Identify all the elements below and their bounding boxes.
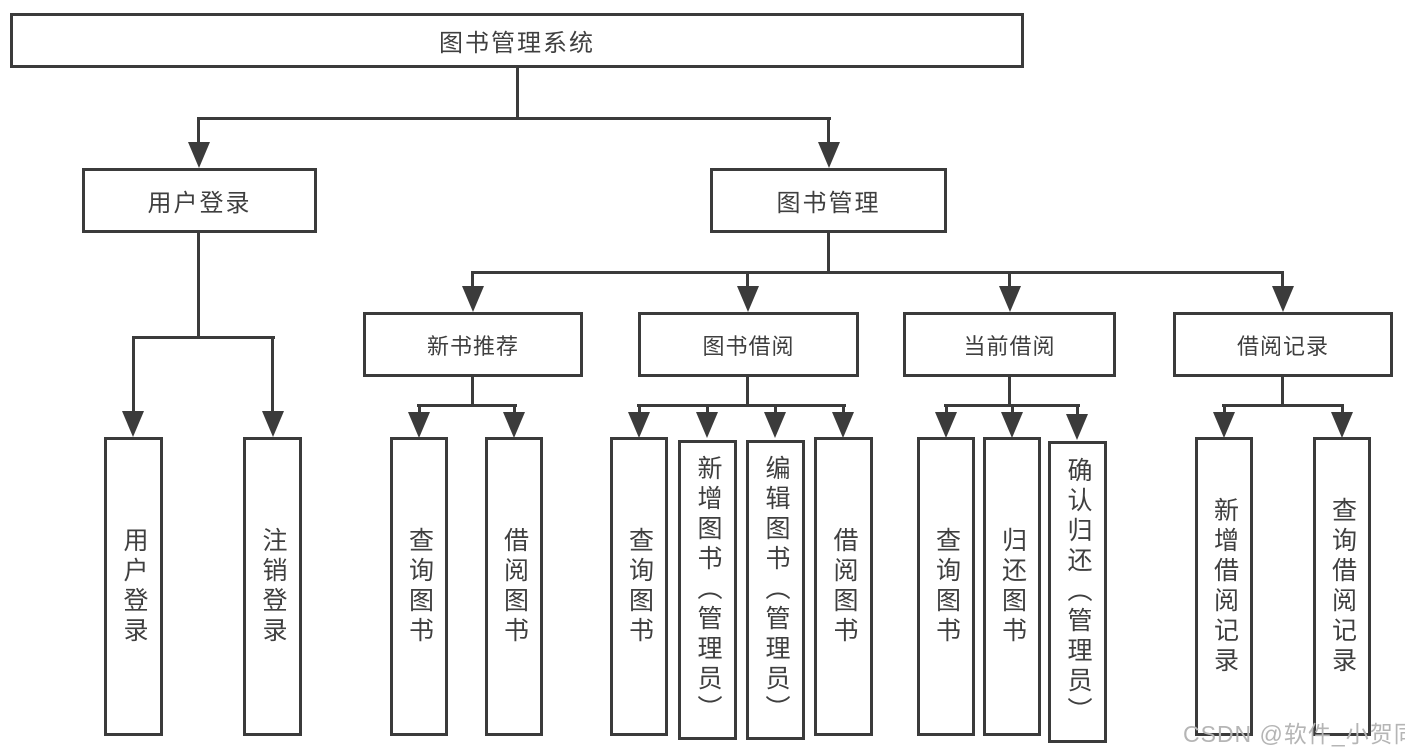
connector-drop — [418, 404, 421, 418]
leaf-nb-borrow-books: 借阅图书 — [485, 437, 543, 736]
connector-section-trunk — [471, 377, 474, 407]
arrowhead-down-icon — [818, 142, 840, 168]
connector-drop — [132, 336, 135, 414]
connector-drop — [706, 404, 709, 418]
connector-drop — [471, 271, 474, 289]
connector-drop — [638, 404, 641, 418]
csdn-watermark: CSDN @软件_小贺同学 — [1183, 721, 1405, 747]
node-new-book-recommend: 新书推荐 — [363, 312, 583, 377]
leaf-br-add-record: 新增借阅记录 — [1195, 437, 1253, 736]
connector-drop — [945, 404, 948, 418]
connector-level2-bar — [471, 271, 1284, 274]
connector-section-trunk — [746, 377, 749, 407]
connector-drop-user-login — [197, 117, 200, 147]
leaf-bb-borrow-books: 借阅图书 — [814, 437, 873, 736]
arrowhead-down-icon — [737, 286, 759, 312]
arrowhead-down-icon — [503, 412, 525, 438]
connector-root-trunk — [516, 68, 519, 120]
leaf-user-login: 用户登录 — [104, 437, 163, 736]
connector-leaf-bar — [637, 404, 846, 407]
arrowhead-down-icon — [999, 286, 1021, 312]
arrowhead-down-icon — [122, 411, 144, 437]
connector-drop — [1223, 404, 1226, 418]
connector-drop — [842, 404, 845, 418]
arrowhead-down-icon — [408, 412, 430, 438]
connector-drop-book-mgmt — [827, 117, 830, 147]
leaf-nb-query-books: 查询图书 — [390, 437, 448, 736]
arrowhead-down-icon — [462, 286, 484, 312]
leaf-cb-query-books: 查询图书 — [917, 437, 975, 736]
leaf-bb-query-books: 查询图书 — [610, 437, 668, 736]
arrowhead-down-icon — [628, 412, 650, 438]
leaf-bb-add-books-admin: 新增图书（管理员） — [678, 440, 737, 740]
arrowhead-down-icon — [262, 411, 284, 437]
connector-drop — [1076, 404, 1079, 420]
arrowhead-down-icon — [1213, 412, 1235, 438]
connector-drop — [774, 404, 777, 418]
node-book-management-branch: 图书管理 — [710, 168, 947, 233]
leaf-br-query-record: 查询借阅记录 — [1313, 437, 1371, 736]
leaf-logout: 注销登录 — [243, 437, 302, 736]
arrowhead-down-icon — [1066, 414, 1088, 440]
connector-drop — [513, 404, 516, 418]
connector-leaf-bar — [417, 404, 517, 407]
arrowhead-down-icon — [935, 412, 957, 438]
connector-drop — [746, 271, 749, 289]
connector-section-trunk — [1008, 377, 1011, 407]
node-user-login-branch: 用户登录 — [82, 168, 317, 233]
connector-drop — [1008, 271, 1011, 289]
connector-level1-bar — [197, 117, 831, 120]
arrowhead-down-icon — [696, 412, 718, 438]
node-current-borrowing: 当前借阅 — [903, 312, 1116, 377]
connector-leaf-bar — [1222, 404, 1344, 407]
connector-drop — [1341, 404, 1344, 418]
connector-drop — [271, 336, 274, 414]
leaf-cb-return-books: 归还图书 — [983, 437, 1041, 736]
connector-user-bar — [132, 336, 275, 339]
leaf-cb-confirm-return-admin: 确认归还（管理员） — [1048, 441, 1107, 743]
arrowhead-down-icon — [1001, 412, 1023, 438]
connector-drop — [1011, 404, 1014, 418]
arrowhead-down-icon — [1272, 286, 1294, 312]
arrowhead-down-icon — [764, 412, 786, 438]
arrowhead-down-icon — [188, 142, 210, 168]
node-book-borrowing: 图书借阅 — [638, 312, 859, 377]
arrowhead-down-icon — [1331, 412, 1353, 438]
connector-section-trunk — [1281, 377, 1284, 407]
node-borrowing-records: 借阅记录 — [1173, 312, 1393, 377]
leaf-bb-edit-books-admin: 编辑图书（管理员） — [746, 440, 805, 740]
node-root: 图书管理系统 — [10, 13, 1024, 68]
connector-mgmt-trunk — [827, 233, 830, 274]
connector-user-trunk — [197, 233, 200, 339]
connector-drop — [1281, 271, 1284, 289]
arrowhead-down-icon — [832, 412, 854, 438]
